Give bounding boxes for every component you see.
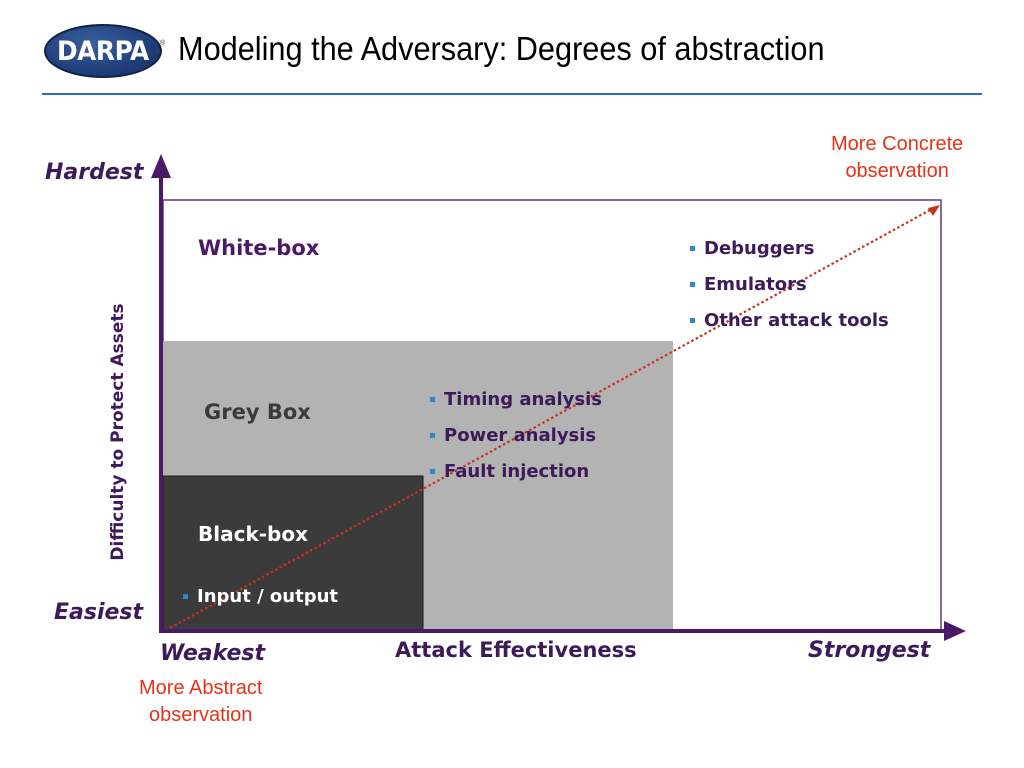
grey-box-title: Grey Box [204,400,311,424]
list-item: Fault injection [430,461,602,497]
slide-title: Modeling the Adversary: Degrees of abstr… [178,30,825,67]
abstract-observation-note: More Abstract observation [139,677,263,726]
bullet-icon [430,469,435,474]
black-box-title: Black-box [198,522,309,546]
list-item: Debuggers [690,238,889,274]
y-axis-bottom-label: Easiest [54,600,144,625]
grey-box-list: Timing analysis Power analysis Fault inj… [430,389,602,497]
list-item: Power analysis [430,425,602,461]
black-box-list: Input / output [183,586,338,622]
bullet-icon [690,282,695,287]
black-box-area [162,475,424,631]
x-axis-left-label: Weakest [160,641,266,666]
x-axis-arrow-icon [944,621,966,641]
list-item: Timing analysis [430,389,602,425]
bullet-icon [430,433,435,438]
concrete-observation-note: More Concrete observation [831,133,964,182]
y-axis-top-label: Hardest [45,160,144,185]
x-axis-right-label: Strongest [808,638,931,663]
logo-text: DARPA [57,35,149,67]
white-box-list: Debuggers Emulators Other attack tools [690,238,889,346]
list-item: Emulators [690,274,889,310]
bullet-icon [690,246,695,251]
x-axis-title: Attack Effectiveness [395,638,637,662]
registered-mark: ® [160,40,166,47]
title-divider [42,93,982,95]
bullet-icon [690,318,695,323]
y-axis-title: Difficulty to Protect Assets [108,303,128,561]
list-item: Other attack tools [690,310,889,346]
white-box-title: White-box [198,236,320,260]
list-item: Input / output [183,586,338,622]
trend-arrow-icon [928,205,940,216]
y-axis-arrow-icon [151,154,171,178]
bullet-icon [430,397,435,402]
bullet-icon [183,594,188,599]
darpa-logo: DARPA [44,24,162,78]
